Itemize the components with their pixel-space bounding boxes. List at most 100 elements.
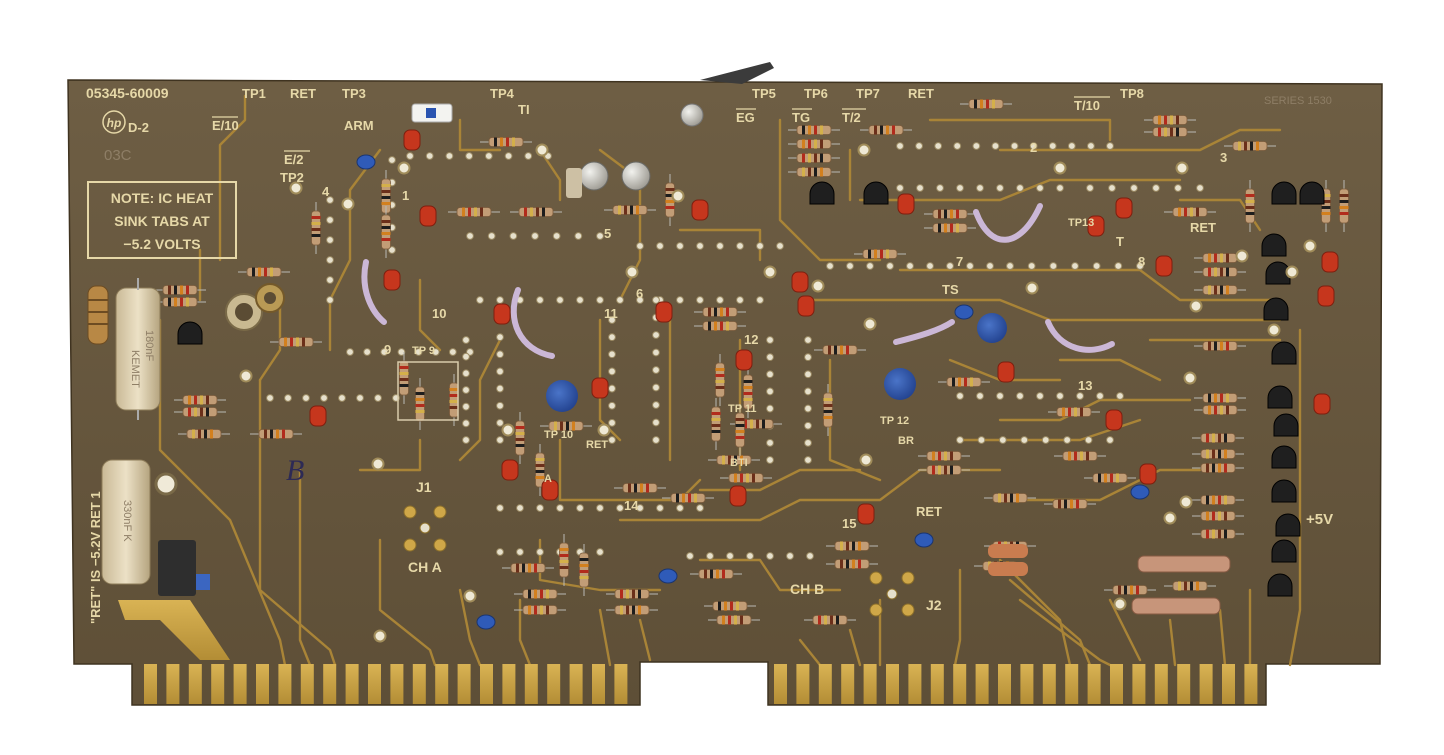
solder-pad <box>448 348 457 356</box>
resistor <box>515 412 525 464</box>
solder-pad <box>956 184 964 192</box>
note-line-3: −5.2 VOLTS <box>123 236 200 252</box>
solder-pad <box>445 152 454 160</box>
solder-pad <box>596 296 604 304</box>
resistor <box>154 297 206 307</box>
solder-pad <box>1136 262 1144 270</box>
tp3-label: TP3 <box>342 86 366 101</box>
red-capacitor <box>501 459 519 481</box>
capacitor-kemet-label: KEMET <box>129 350 141 388</box>
solder-pad <box>536 504 544 512</box>
solder-pad <box>1152 184 1160 192</box>
transistor <box>1275 513 1301 537</box>
solder-pad <box>786 552 794 560</box>
solder-pad <box>652 348 660 357</box>
solder-pad <box>608 316 616 324</box>
gold-corner-pad <box>118 600 230 660</box>
red-capacitor <box>797 295 815 317</box>
resistor <box>918 465 970 475</box>
ret-label-5: RET <box>586 439 608 451</box>
solder-pad <box>596 232 604 240</box>
solder-pad <box>616 296 624 304</box>
ic-number-2: 2 <box>1030 140 1037 155</box>
edge-finger <box>863 664 877 704</box>
resistor <box>1194 405 1246 415</box>
solder-pad <box>496 548 504 556</box>
solder-pad <box>915 142 923 150</box>
solder-pad <box>576 504 584 512</box>
resistor <box>1224 141 1276 151</box>
resistor <box>270 337 322 347</box>
solder-pad <box>804 387 812 396</box>
via <box>763 265 777 279</box>
solder-pad <box>956 392 964 400</box>
red-capacitor <box>403 129 421 151</box>
resistor <box>399 352 409 404</box>
solder-pad <box>1020 436 1029 444</box>
edge-finger <box>1222 664 1235 704</box>
solder-pad <box>326 276 334 284</box>
red-capacitor <box>735 349 753 371</box>
solder-pad <box>696 296 704 304</box>
solder-pad <box>652 418 660 427</box>
solder-pad <box>652 436 660 444</box>
solder-pad <box>866 262 874 270</box>
tp6-label: TP6 <box>804 86 828 101</box>
red-capacitor <box>1313 393 1331 415</box>
solder-pad <box>956 436 964 444</box>
ic-number-1: 1 <box>402 188 409 203</box>
resistor <box>381 170 391 222</box>
resistor <box>804 615 856 625</box>
solder-pad <box>406 152 414 160</box>
j2-label: J2 <box>926 597 942 613</box>
solder-pad <box>608 418 616 427</box>
edge-finger <box>592 664 605 704</box>
red-capacitor <box>729 485 747 507</box>
solder-pad <box>1196 184 1204 192</box>
red-capacitor <box>655 301 673 323</box>
solder-pad <box>1116 392 1124 400</box>
resistor <box>514 605 566 615</box>
large-tan-resistors <box>988 544 1231 615</box>
tp7-label: TP7 <box>856 86 880 101</box>
resistor <box>918 451 970 461</box>
solder-pad <box>476 296 484 304</box>
transistor <box>1271 479 1297 503</box>
solder-pad <box>656 242 664 250</box>
edge-finger <box>886 664 899 704</box>
edge-finger <box>953 664 967 704</box>
via <box>1303 239 1317 253</box>
note-line-2: SINK TABS AT <box>114 213 210 229</box>
solder-pad <box>516 504 524 512</box>
resistor <box>1144 127 1196 137</box>
resistor <box>1044 499 1096 509</box>
capacitor-value-1: 180nF <box>143 330 155 361</box>
ic-number-7: 7 <box>956 254 963 269</box>
via <box>371 457 385 471</box>
solder-pad <box>1114 262 1123 270</box>
ret-label-4: RET <box>916 504 942 519</box>
solder-pad <box>536 548 544 556</box>
resistor <box>704 601 756 611</box>
solder-pad <box>397 348 406 356</box>
resistor <box>604 205 656 215</box>
via <box>1189 299 1203 313</box>
board-ejector-tab <box>700 62 774 84</box>
solder-pad <box>766 387 774 396</box>
blue-capacitor <box>658 568 678 584</box>
edge-finger <box>547 664 561 704</box>
solder-pad <box>736 296 744 304</box>
edge-finger <box>390 664 404 704</box>
solder-pad <box>826 262 834 270</box>
transistor <box>1273 413 1299 437</box>
edge-finger <box>975 664 989 704</box>
via <box>857 143 871 157</box>
resistor <box>984 493 1036 503</box>
red-capacitor <box>493 303 511 325</box>
solder-pad <box>736 242 744 250</box>
resistor <box>1192 463 1244 473</box>
solder-pad <box>266 394 274 402</box>
ic-number-9: 9 <box>384 342 391 357</box>
solder-pad <box>886 262 894 270</box>
